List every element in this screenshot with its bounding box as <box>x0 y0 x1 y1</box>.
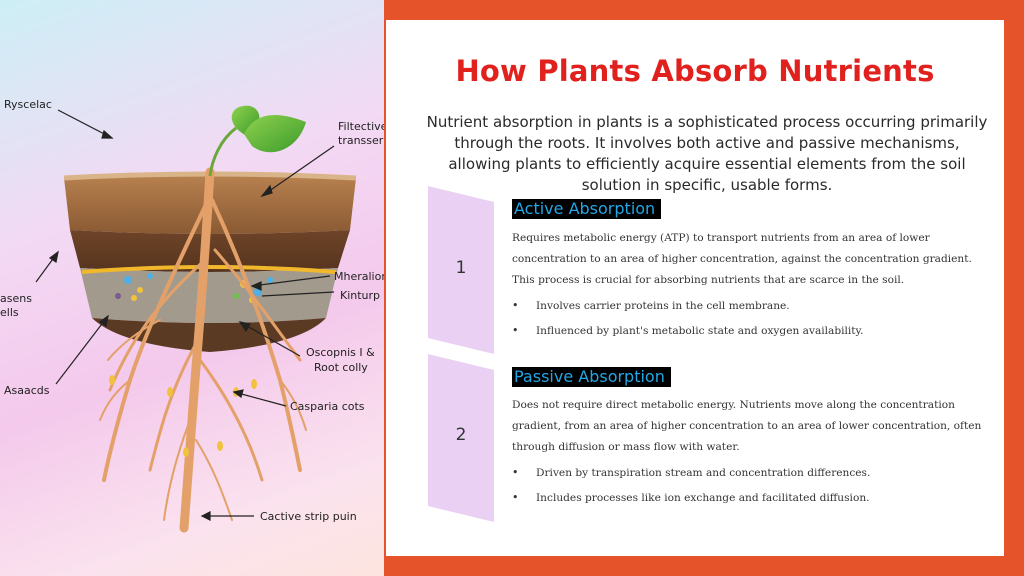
slide-title: How Plants Absorb Nutrients <box>455 54 935 88</box>
label-kinturp: Kinturp <box>340 289 381 302</box>
step-2-number: 2 <box>455 425 467 445</box>
step-1-chevron <box>428 186 494 354</box>
list-item: Influenced by plant's metabolic state an… <box>512 322 982 347</box>
list-item: Includes processes like ion exchange and… <box>512 489 982 514</box>
label-root-colly: Root colly <box>314 361 368 374</box>
section-2-heading: Passive Absorption <box>512 367 671 387</box>
soil-root-illustration <box>35 105 357 533</box>
section-2-bullets: Driven by transpiration stream and conce… <box>512 464 982 514</box>
section-1-bullets: Involves carrier proteins in the cell me… <box>512 297 982 347</box>
label-pointers <box>35 109 335 521</box>
list-item: Involves carrier proteins in the cell me… <box>512 297 982 322</box>
illustration-panel: Ryscelac Filtective transser Mheralion K… <box>0 0 384 576</box>
label-transser: transser <box>338 134 384 147</box>
list-item: Driven by transpiration stream and conce… <box>512 464 982 489</box>
label-mheralion: Mheralion <box>334 270 384 283</box>
label-cactive: Cactive strip puin <box>260 510 357 523</box>
label-ryscelac: Ryscelac <box>4 98 52 111</box>
plant-roots <box>99 167 307 533</box>
label-oscopnis: Oscopnis I & <box>306 346 375 359</box>
label-asaacds: Asaacds <box>4 384 50 397</box>
label-casparia: Casparia cots <box>290 400 365 413</box>
label-filtective: Filtective <box>338 120 384 133</box>
label-asens: asens <box>0 292 32 305</box>
label-ells: ells <box>0 306 19 319</box>
step-1-number: 1 <box>455 258 467 278</box>
step-2-chevron <box>428 354 494 522</box>
section-2-body: Does not require direct metabolic energy… <box>512 399 982 453</box>
section-1-heading: Active Absorption <box>512 199 662 219</box>
content-card: How Plants Absorb Nutrients Nutrient abs… <box>386 20 1004 556</box>
intro-paragraph: Nutrient absorption in plants is a sophi… <box>426 113 988 194</box>
section-1-body: Requires metabolic energy (ATP) to trans… <box>512 232 972 286</box>
sprout-leaves <box>208 105 306 177</box>
